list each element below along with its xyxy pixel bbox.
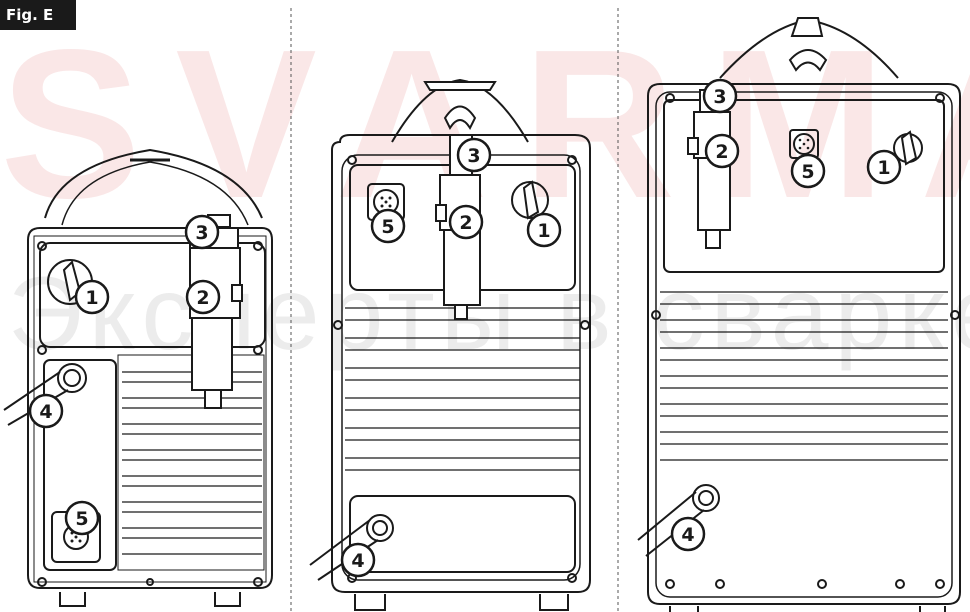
- callout-number: 3: [713, 86, 726, 108]
- callout-2-5: 5: [370, 208, 406, 244]
- callout-circle: [866, 149, 902, 185]
- callout-1-4: 4: [28, 393, 64, 429]
- callout-circle: [526, 212, 562, 248]
- callout-2-4: 4: [340, 542, 376, 578]
- watermark-tagline: Эксперты в сварке: [8, 256, 970, 372]
- callout-2-3: 3: [456, 137, 492, 173]
- callout-number: 3: [467, 145, 480, 167]
- callout-3-1: 1: [866, 149, 902, 185]
- callout-number: 4: [681, 524, 694, 546]
- callout-circle: [185, 279, 221, 315]
- callout-circle: [456, 137, 492, 173]
- callout-3-4: 4: [670, 516, 706, 552]
- callout-circle: [790, 153, 826, 189]
- callout-circle: [64, 500, 100, 536]
- callout-circle: [74, 279, 110, 315]
- callout-number: 3: [195, 222, 208, 244]
- panel-1-machine: [3, 148, 273, 607]
- callout-number: 4: [39, 401, 52, 423]
- callout-number: 2: [715, 141, 728, 163]
- callout-3-3: 3: [702, 78, 738, 114]
- callout-2-1: 1: [526, 212, 562, 248]
- callout-1-3: 3: [184, 214, 220, 250]
- callout-circle: [340, 542, 376, 578]
- callout-number: 5: [381, 216, 394, 238]
- callout-circle: [704, 133, 740, 169]
- callout-number: 2: [196, 287, 209, 309]
- callouts-layer: 3 2 1 4 5 3 2 1 5 4 3 2 1 5 4: [28, 78, 902, 578]
- callout-circle: [28, 393, 64, 429]
- callout-number: 5: [75, 508, 88, 530]
- callout-1-2: 2: [185, 279, 221, 315]
- callout-number: 2: [459, 212, 472, 234]
- callout-3-5: 5: [790, 153, 826, 189]
- callout-circle: [184, 214, 220, 250]
- callout-3-2: 2: [704, 133, 740, 169]
- callout-number: 1: [877, 157, 890, 179]
- callout-circle: [702, 78, 738, 114]
- callout-number: 5: [801, 161, 814, 183]
- figure-label: Fig. E: [0, 0, 76, 30]
- callout-number: 4: [351, 550, 364, 572]
- panel-2-machine: [309, 78, 591, 611]
- callout-1-5: 5: [64, 500, 100, 536]
- callout-1-1: 1: [74, 279, 110, 315]
- callout-number: 1: [85, 287, 98, 309]
- callout-circle: [670, 516, 706, 552]
- callout-2-2: 2: [448, 204, 484, 240]
- callout-circle: [448, 204, 484, 240]
- callout-number: 1: [537, 220, 550, 242]
- callout-circle: [370, 208, 406, 244]
